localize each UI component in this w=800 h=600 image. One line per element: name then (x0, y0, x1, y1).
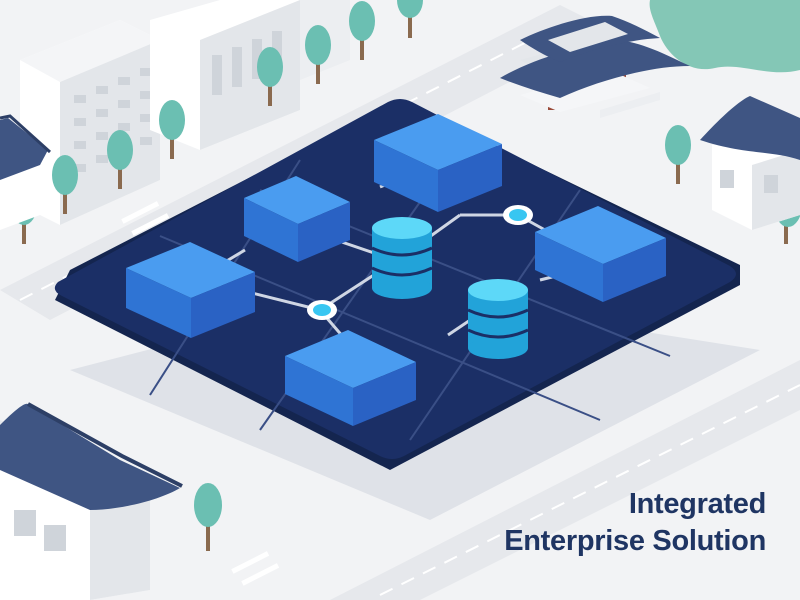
traditional-hanok-house-icon (0, 402, 183, 600)
office-building-icon (150, 0, 300, 150)
server-block-icon (285, 330, 416, 426)
traditional-hanok-house-icon (0, 114, 52, 230)
server-block-icon (374, 114, 502, 212)
database-cylinder-icon (371, 217, 433, 299)
server-block-icon (535, 206, 666, 302)
pond (649, 0, 800, 73)
database-cylinder-icon (467, 279, 529, 359)
palace-pavilion-icon (500, 15, 690, 118)
network-node-icon (503, 205, 533, 225)
caption-line-2: Enterprise Solution (504, 525, 766, 557)
traditional-hanok-house-icon (700, 96, 800, 230)
server-block-icon (244, 176, 350, 262)
server-block-icon (126, 242, 255, 338)
network-node-icon (307, 300, 337, 320)
caption: Integrated Enterprise Solution (504, 486, 766, 560)
crosswalk (121, 201, 280, 586)
office-building-icon (20, 20, 160, 225)
caption-line-1: Integrated (628, 488, 766, 520)
